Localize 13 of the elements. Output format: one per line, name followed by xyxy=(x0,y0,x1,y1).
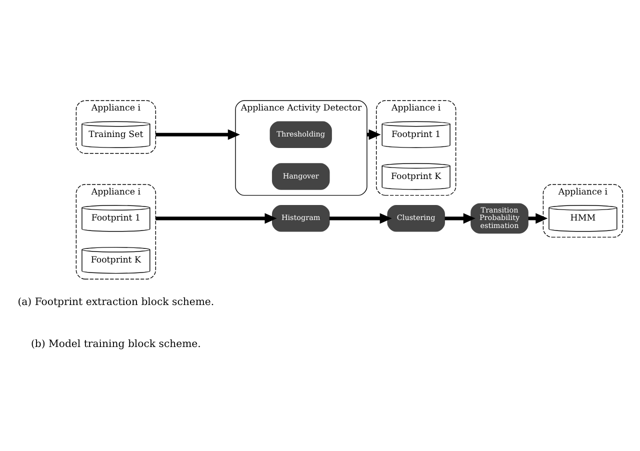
arrow xyxy=(444,212,476,224)
label: (b) Model training block scheme. xyxy=(30,338,201,350)
node-box: Transition Probability estimation xyxy=(470,202,528,234)
arrow xyxy=(528,212,548,224)
node-box: Clustering xyxy=(387,204,445,232)
node-box: Thresholding xyxy=(270,120,332,148)
arrow xyxy=(156,212,277,224)
arrow xyxy=(156,128,240,140)
arrow xyxy=(366,128,381,140)
node-box: Histogram xyxy=(272,204,330,232)
arrow xyxy=(329,212,392,224)
node-box: Hangover xyxy=(272,162,330,190)
label: (a) Footprint extraction block scheme. xyxy=(18,296,214,308)
